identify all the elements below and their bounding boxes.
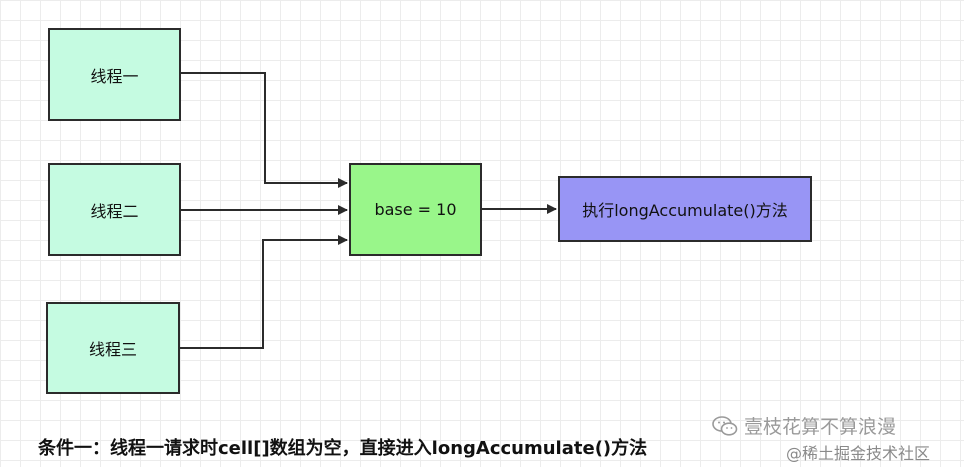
juejin-watermark: @稀土掘金技术社区 [786,444,931,463]
wechat-watermark: 壹枝花算不算浪漫 [712,412,896,439]
wechat-account-name: 壹枝花算不算浪漫 [744,416,897,438]
wechat-icon [712,415,738,436]
thread-one-node: 线程一 [48,28,181,121]
base-node: base = 10 [349,163,482,256]
thread-two-label: 线程二 [90,201,139,221]
edge-thread3-to-base [180,235,348,349]
long-accumulate-node: 执行longAccumulate()方法 [558,176,812,242]
edge-thread1-to-base [181,72,348,188]
thread-two-node: 线程二 [48,163,181,256]
long-accumulate-label: 执行longAccumulate()方法 [582,201,788,220]
diagram-caption: 条件一：线程一请求时cell[]数组为空，直接进入longAccumulate(… [38,438,648,459]
base-label: base = 10 [374,200,457,219]
thread-three-label: 线程三 [88,340,137,359]
thread-one-label: 线程一 [90,66,139,86]
thread-three-node: 线程三 [46,302,180,394]
